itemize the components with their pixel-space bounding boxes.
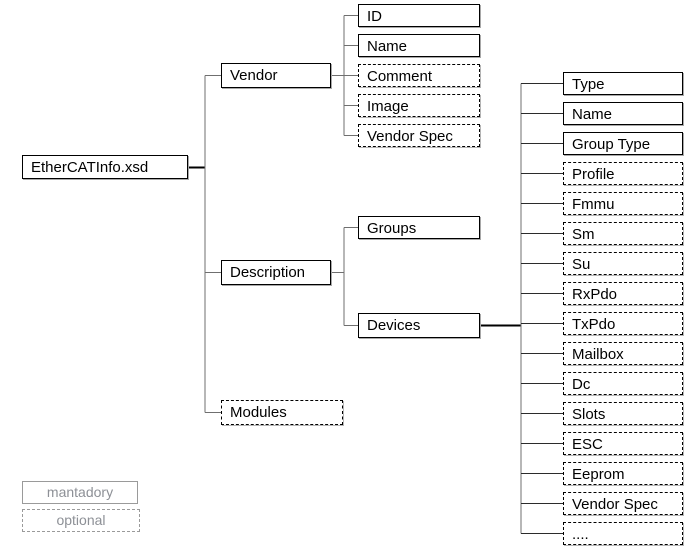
node-description[interactable]: Description: [221, 260, 331, 285]
node-image[interactable]: Image: [358, 94, 480, 117]
node-name[interactable]: Name: [358, 34, 480, 57]
node-sm[interactable]: Sm: [563, 222, 683, 245]
node-txpdo[interactable]: TxPdo: [563, 312, 683, 335]
node-comment[interactable]: Comment: [358, 64, 480, 87]
node-profile[interactable]: Profile: [563, 162, 683, 185]
node-root[interactable]: EtherCATInfo.xsd: [22, 155, 188, 179]
node-slots[interactable]: Slots: [563, 402, 683, 425]
node-[interactable]: ....: [563, 522, 683, 545]
legend-mantadory: mantadory: [22, 481, 138, 504]
node-name[interactable]: Name: [563, 102, 683, 125]
node-devices[interactable]: Devices: [358, 313, 480, 338]
legend-optional: optional: [22, 509, 140, 532]
node-modules[interactable]: Modules: [221, 400, 343, 425]
node-rxpdo[interactable]: RxPdo: [563, 282, 683, 305]
node-vendor-spec[interactable]: Vendor Spec: [358, 124, 480, 147]
node-groups[interactable]: Groups: [358, 216, 480, 239]
node-dc[interactable]: Dc: [563, 372, 683, 395]
node-id[interactable]: ID: [358, 4, 480, 27]
node-mailbox[interactable]: Mailbox: [563, 342, 683, 365]
node-group-type[interactable]: Group Type: [563, 132, 683, 155]
node-su[interactable]: Su: [563, 252, 683, 275]
node-fmmu[interactable]: Fmmu: [563, 192, 683, 215]
node-vendor[interactable]: Vendor: [221, 63, 331, 88]
node-vendor-spec[interactable]: Vendor Spec: [563, 492, 683, 515]
node-eeprom[interactable]: Eeprom: [563, 462, 683, 485]
node-esc[interactable]: ESC: [563, 432, 683, 455]
node-type[interactable]: Type: [563, 72, 683, 95]
